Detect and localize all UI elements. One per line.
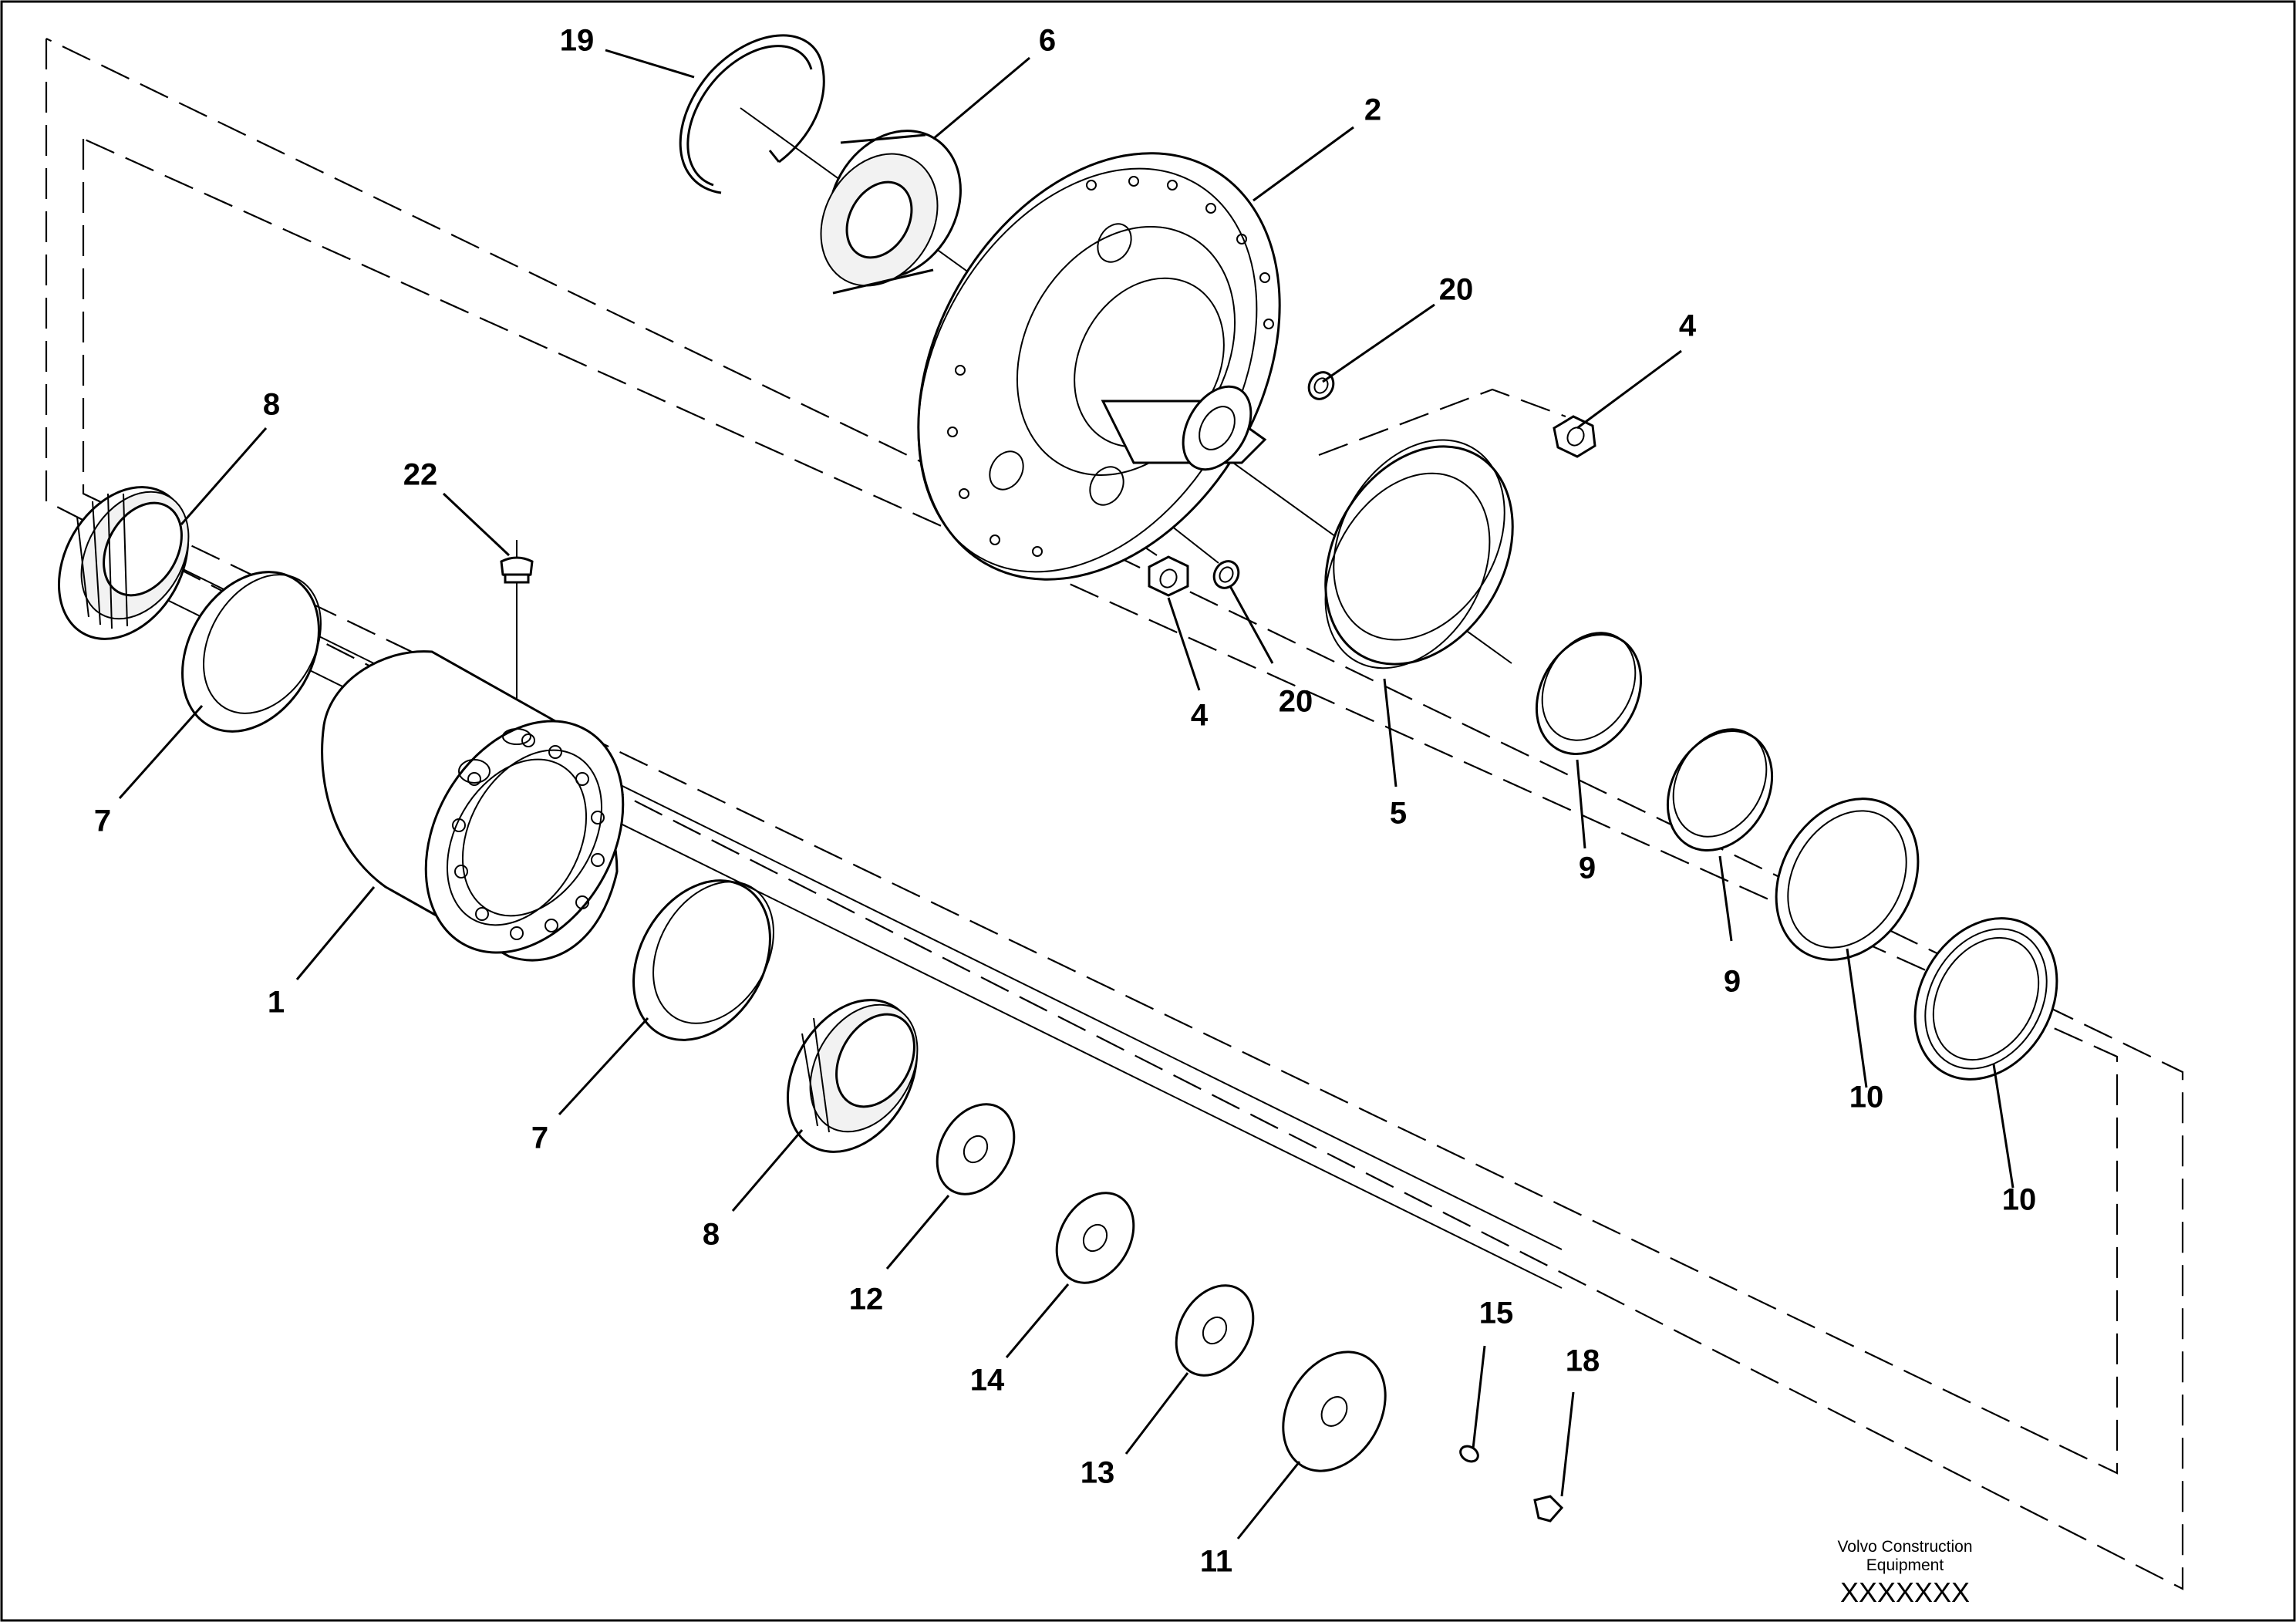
part-11-end-plate [1282,1351,1387,1472]
part-22-plug [500,556,534,584]
callout-10-b: 10 [2002,1183,2037,1217]
callout-14: 14 [970,1364,1005,1398]
part-10-seal-a [1775,798,1920,961]
leader-lines [118,49,2014,1539]
callout-15: 15 [1479,1297,1514,1330]
part-2-hub [917,152,1281,581]
part-18-bolt [1533,1495,1564,1523]
part-4-nut-lower [1148,555,1189,597]
callout-2: 2 [1364,93,1381,127]
callout-20-upper: 20 [1439,273,1474,307]
part-19-circlip [679,34,825,194]
footer-drawing-code: XXXXXXX [1840,1576,1970,1608]
part-9-ring-b [1666,728,1774,851]
callout-5: 5 [1390,797,1407,831]
part-8-bearing-upper [57,486,190,640]
callout-6: 6 [1039,24,1056,58]
callout-18: 18 [1566,1344,1600,1378]
callout-4-lower: 4 [1191,699,1209,733]
callout-22: 22 [403,458,438,492]
part-20-plug-lower [1212,560,1240,589]
callout-7-upper: 7 [94,804,111,838]
part-8-bearing-lower [786,999,919,1153]
part-14-shim [1055,1192,1135,1284]
callout-12: 12 [849,1283,884,1317]
callout-1: 1 [268,986,285,1020]
callout-9-b: 9 [1724,965,1741,999]
part-6-bearing [820,130,962,295]
callout-7-lower: 7 [531,1121,548,1155]
callout-8-lower: 8 [703,1218,720,1252]
part-9-ring-a [1535,632,1643,755]
callout-10-a: 10 [1849,1081,1884,1114]
part-7-cup-upper [181,571,322,733]
footer-block: Volvo Construction Equipment XXXXXXX [1837,1538,1972,1608]
part-15-washer [1459,1445,1479,1463]
part-10-seal-b [1913,917,2058,1081]
callout-labels: 19 6 2 20 4 8 22 4 20 7 5 9 9 1 7 10 10 … [94,24,2036,1579]
part-1-housing [321,650,625,962]
assembly-phantom-outline [45,38,2184,1590]
callout-9-a: 9 [1579,851,1596,885]
footer-company-line2: Equipment [1866,1556,1944,1574]
callout-4-right: 4 [1679,309,1697,343]
callout-19: 19 [560,24,595,58]
part-13-shim [1175,1284,1255,1377]
part-12-shim [936,1103,1016,1195]
part-7-cup-lower [632,879,774,1041]
callout-13: 13 [1081,1456,1115,1490]
callout-20-lower: 20 [1279,685,1313,719]
part-20-plug-upper [1307,371,1335,400]
callout-11: 11 [1200,1545,1232,1579]
part-5-ring [1324,439,1514,669]
footer-company-line1: Volvo Construction [1837,1538,1972,1556]
part-4-nut-right [1553,415,1596,458]
callout-8-upper: 8 [263,388,280,422]
